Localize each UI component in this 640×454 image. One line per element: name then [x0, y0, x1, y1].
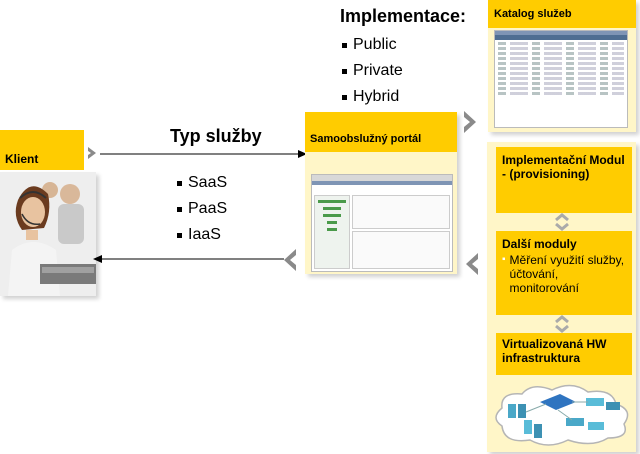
portal-label: Samoobslužný portál	[310, 133, 422, 145]
client-label: Klient	[5, 152, 39, 166]
other-modules-bullet-text: Měření využití služby, účtování, monitor…	[509, 253, 625, 295]
service-item-paas: PaaS	[177, 196, 227, 222]
hw-infrastructure-label: Virtualizovaná HW infrastruktura	[502, 337, 607, 365]
bidirectional-connector-icon	[555, 213, 569, 231]
portal-screenshot	[311, 174, 453, 272]
implementation-item-private: Private	[342, 58, 403, 84]
client-photo	[0, 172, 96, 296]
portal-header: Samoobslužný portál	[305, 112, 457, 152]
catalog-label: Katalog služeb	[494, 8, 572, 20]
portal-panel: Samoobslužný portál	[305, 112, 457, 274]
cloud-servers-icon	[495, 384, 629, 446]
chevron-left-icon	[466, 253, 478, 275]
chevron-right-icon	[464, 111, 476, 133]
service-item-iaas: IaaS	[177, 222, 227, 248]
catalog-panel: Katalog služeb	[488, 0, 636, 132]
other-modules-title: Další moduly	[502, 237, 577, 251]
catalog-screenshot	[494, 30, 628, 128]
implementation-title: Implementace:	[340, 6, 467, 26]
other-modules: Další moduly ▪ Měření využití služby, úč…	[496, 231, 632, 315]
provisioning-module: Implementační Modul - (provisioning)	[496, 147, 632, 213]
client-header: Klient	[0, 130, 84, 170]
other-modules-bullet: ▪ Měření využití služby, účtování, monit…	[502, 253, 625, 295]
chevron-left-icon	[284, 249, 296, 271]
implementation-list: Public Private Hybrid	[342, 32, 403, 110]
provisioning-module-label: Implementační Modul - (provisioning)	[502, 153, 625, 181]
implementation-item-public: Public	[342, 32, 403, 58]
chevron-right-icon	[88, 147, 96, 159]
implementation-item-hybrid: Hybrid	[342, 84, 403, 110]
service-type-title: Typ služby	[170, 126, 262, 146]
bidirectional-connector-icon	[555, 315, 569, 333]
arrow-to-client	[93, 255, 284, 263]
catalog-header: Katalog služeb	[488, 0, 636, 28]
service-type-list: SaaS PaaS IaaS	[177, 170, 227, 248]
arrow-to-portal	[100, 150, 307, 158]
service-item-saas: SaaS	[177, 170, 227, 196]
hw-infrastructure: Virtualizovaná HW infrastruktura	[496, 333, 632, 375]
call-center-agent-image	[0, 172, 96, 296]
